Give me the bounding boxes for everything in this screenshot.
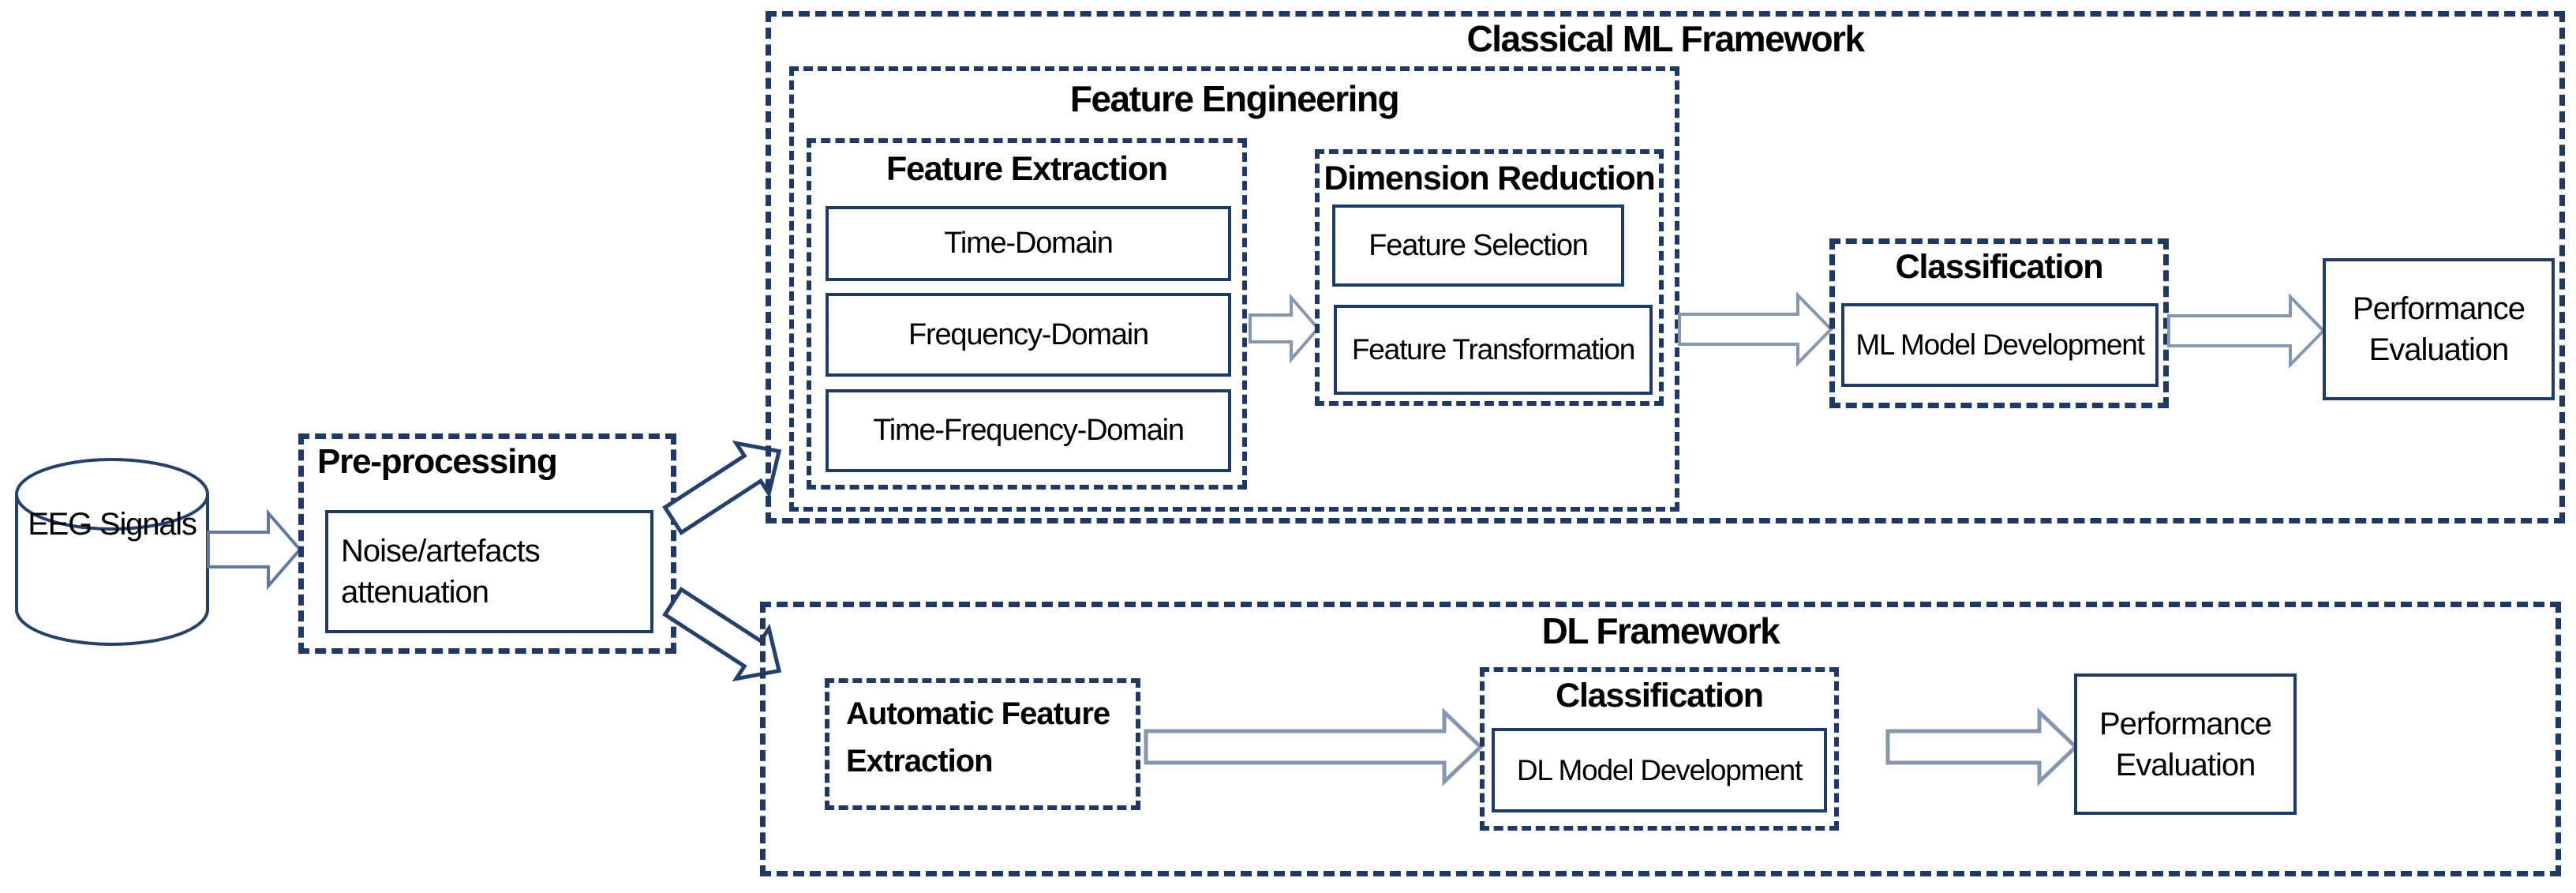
ml-performance-evaluation-label: Performance Evaluation <box>2353 291 2525 367</box>
time-frequency-domain-label: Time-Frequency-Domain <box>873 414 1185 447</box>
arrow-eeg-to-preprocessing-icon <box>207 508 302 591</box>
automatic-feature-extraction-label: Automatic Feature Extraction <box>846 696 1110 779</box>
eeg-signals-label: EEG Signals <box>28 507 197 542</box>
preprocessing-box <box>298 433 676 654</box>
noise-attenuation-label: Noise/artefacts attenuation <box>341 534 541 610</box>
preprocessing-title: Pre-processing <box>317 442 558 481</box>
feature-extraction-box <box>807 138 1247 490</box>
dl-classification-title: Classification <box>1556 677 1764 715</box>
time-domain-label: Time-Domain <box>944 227 1114 260</box>
ml-model-development-label: ML Model Development <box>1855 328 2145 361</box>
feature-selection-label: Feature Selection <box>1368 228 1589 262</box>
ml-classification-title: Classification <box>1895 248 2104 286</box>
feature-engineering-title: Feature Engineering <box>1069 78 1400 119</box>
classical-ml-framework-box <box>766 11 2565 523</box>
arrow-ml-classification-to-performance-icon <box>2167 293 2326 369</box>
classical-ml-framework-title: Classical ML Framework <box>1466 18 1865 59</box>
feature-transformation-label: Feature Transformation <box>1351 333 1635 366</box>
feature-engineering-box <box>789 66 1679 512</box>
arrow-dl-classification-to-performance-icon <box>1885 707 2079 786</box>
arrow-afe-to-dl-classification-icon <box>1144 707 1484 786</box>
arrow-engineering-to-classification-icon <box>1678 291 1833 367</box>
database-cylinder-icon <box>15 458 209 646</box>
dimension-reduction-box <box>1315 149 1664 406</box>
arrow-preprocessing-to-classical-icon <box>662 440 782 535</box>
frequency-domain-label: Frequency-Domain <box>908 317 1149 351</box>
ml-classification-box <box>1829 238 2169 408</box>
dl-performance-evaluation-label: Performance Evaluation <box>2099 706 2272 782</box>
arrow-extraction-to-reduction-icon <box>1249 293 1320 364</box>
feature-extraction-title: Feature Extraction <box>886 150 1168 188</box>
dl-framework-title: DL Framework <box>1541 610 1780 651</box>
dimension-reduction-title: Dimension Reduction <box>1324 159 1655 197</box>
dl-classification-box <box>1480 667 1839 831</box>
dl-model-development-label: DL Model Development <box>1516 753 1803 786</box>
automatic-feature-extraction-box <box>825 678 1140 810</box>
dl-framework-box <box>760 602 2561 876</box>
